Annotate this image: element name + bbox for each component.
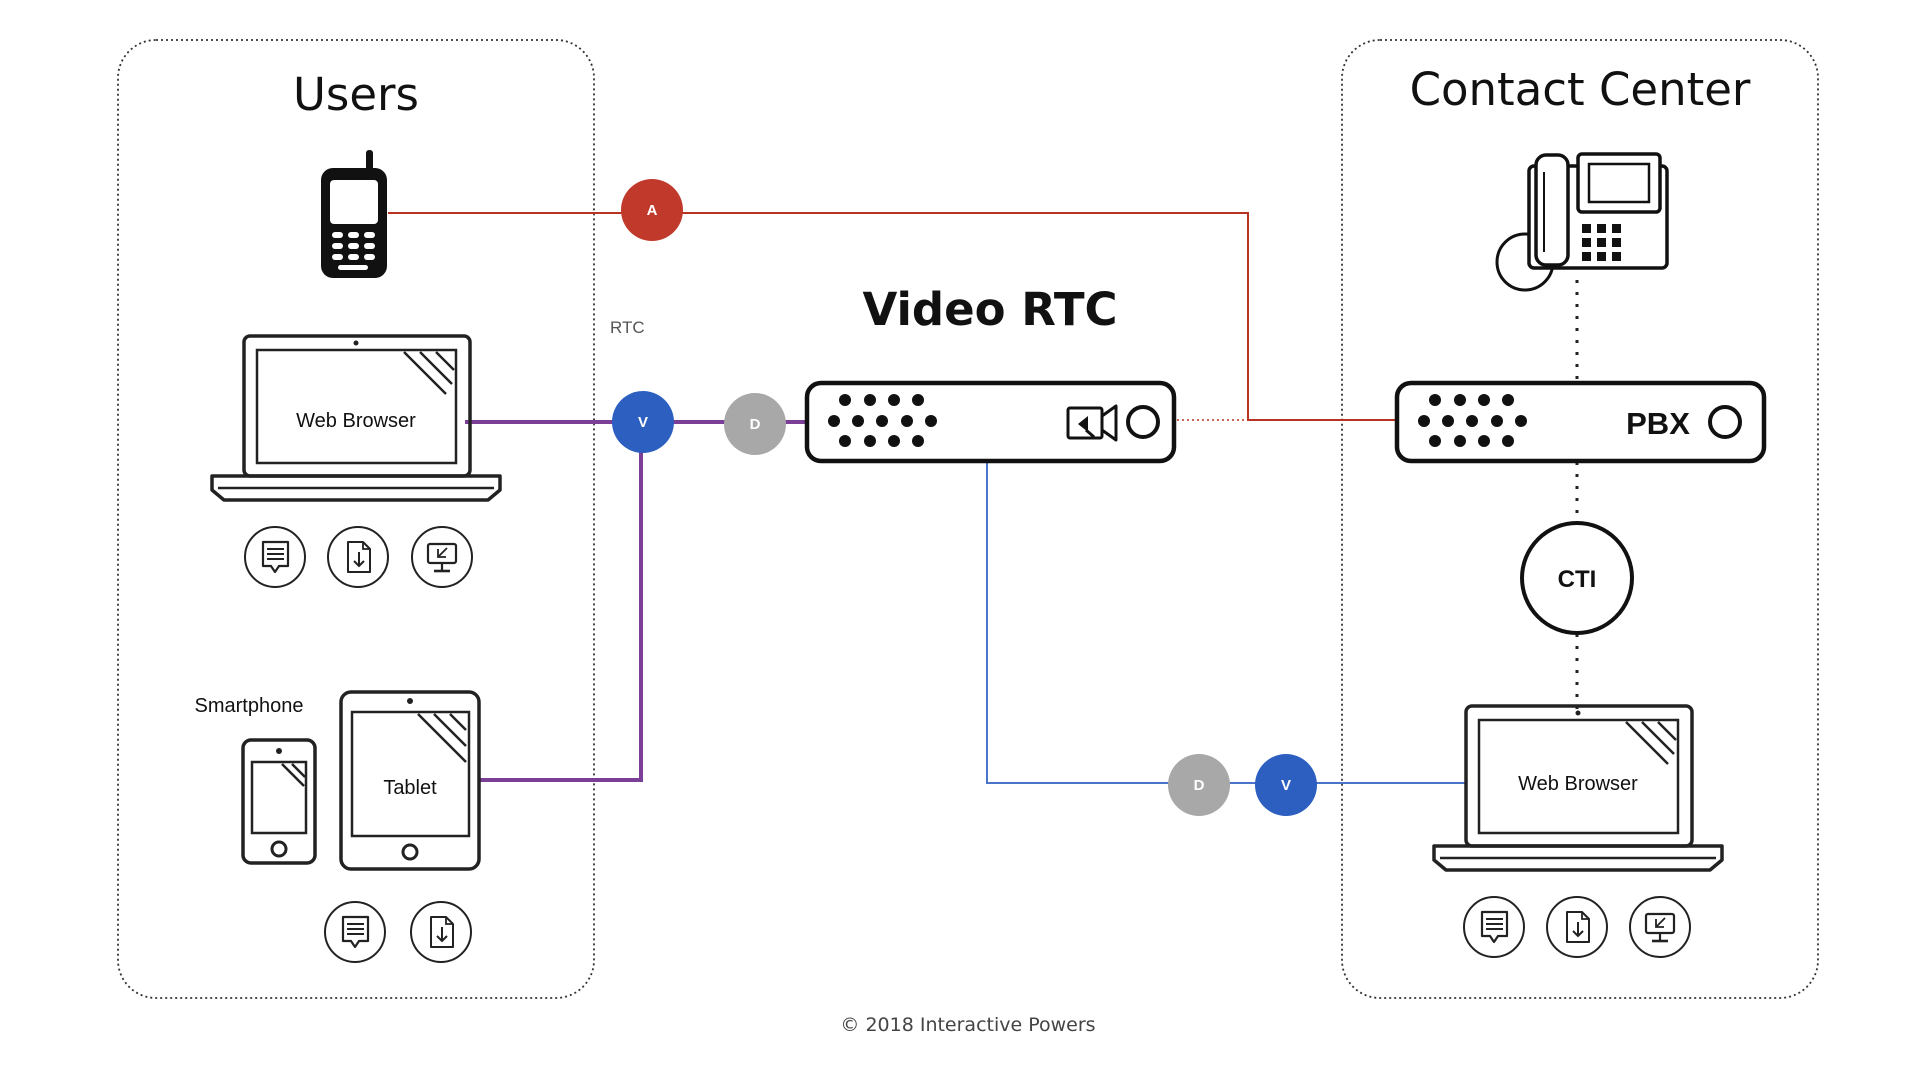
video-badge: V bbox=[612, 391, 674, 453]
tablet-icon bbox=[339, 690, 481, 871]
agent-web-browser-label: Web Browser bbox=[1518, 773, 1638, 795]
rtc-tablet-connection-line bbox=[480, 422, 643, 782]
svg-text:A: A bbox=[647, 202, 658, 219]
desk-phone-icon bbox=[1495, 152, 1669, 292]
svg-text:D: D bbox=[750, 416, 761, 433]
file-download-icon[interactable] bbox=[410, 901, 472, 963]
cti-node bbox=[1520, 521, 1634, 635]
user-laptop-icon bbox=[210, 334, 502, 502]
chat-icon[interactable] bbox=[1463, 896, 1525, 958]
screen-share-icon[interactable] bbox=[411, 526, 473, 588]
users-group-title: Users bbox=[293, 68, 419, 121]
svg-text:D: D bbox=[1194, 777, 1205, 794]
video-badge: V bbox=[1255, 754, 1317, 816]
pbx-label: PBX bbox=[1626, 406, 1690, 441]
data-badge: D bbox=[1168, 754, 1230, 816]
video-rtc-title: Video RTC bbox=[862, 283, 1117, 336]
contact-center-group-box bbox=[1341, 39, 1819, 999]
audio-connection-line bbox=[388, 212, 1395, 421]
cti-label: CTI bbox=[1558, 566, 1597, 593]
agent-laptop-icon bbox=[1432, 704, 1724, 872]
video-rtc-server bbox=[804, 380, 1177, 464]
data-badge: D bbox=[724, 393, 786, 455]
file-download-icon[interactable] bbox=[327, 526, 389, 588]
contact-center-group-title: Contact Center bbox=[1410, 63, 1751, 116]
chat-icon[interactable] bbox=[324, 901, 386, 963]
copyright-footer: © 2018 Interactive Powers bbox=[840, 1014, 1095, 1036]
screen-share-icon[interactable] bbox=[1629, 896, 1691, 958]
video-agent-connection-line bbox=[986, 463, 1465, 784]
rtc-label: RTC bbox=[610, 318, 645, 337]
pbx-server bbox=[1394, 380, 1767, 464]
svg-text:V: V bbox=[1281, 777, 1291, 794]
chat-icon[interactable] bbox=[244, 526, 306, 588]
mobile-phone-icon bbox=[321, 150, 387, 278]
user-web-browser-label: Web Browser bbox=[296, 410, 416, 432]
file-download-icon[interactable] bbox=[1546, 896, 1608, 958]
audio-badge: A bbox=[621, 179, 683, 241]
tablet-label: Tablet bbox=[383, 777, 437, 799]
video-camera-icon bbox=[1066, 404, 1118, 442]
users-group-box bbox=[117, 39, 595, 999]
smartphone-icon bbox=[241, 738, 317, 865]
smartphone-label: Smartphone bbox=[195, 695, 304, 717]
svg-text:V: V bbox=[638, 414, 648, 431]
